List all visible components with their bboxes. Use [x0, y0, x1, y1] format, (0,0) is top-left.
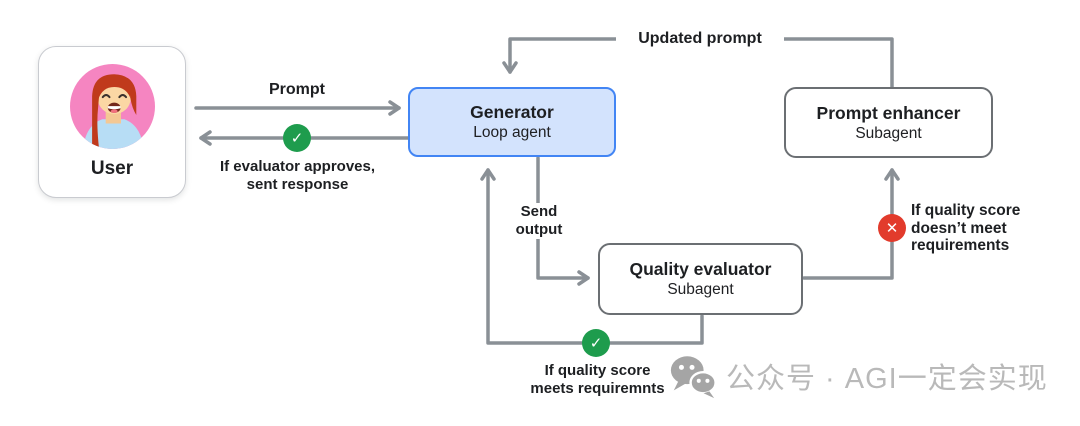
generator-title: Generator [470, 102, 554, 122]
quality-fail-line-3: requirements [911, 237, 1010, 254]
cross-icon: ✕ [878, 214, 906, 242]
quality-evaluator-title: Quality evaluator [629, 259, 772, 279]
watermark: 公众号 · AGI一定会实现 [668, 353, 1048, 399]
approved-response-edge-label: If evaluator approves, sent response [195, 158, 400, 194]
approved-response-line-2: sent response [246, 176, 349, 193]
generator-node: Generator Loop agent [408, 87, 616, 157]
prompt-enhancer-subtitle: Subagent [855, 124, 922, 142]
send-output-edge-label: Send output [504, 203, 574, 239]
user-label: User [90, 158, 134, 179]
check-icon: ✓ [582, 329, 610, 357]
generator-subtitle: Loop agent [473, 124, 551, 141]
send-output-line-1: Send [520, 203, 558, 220]
quality-fail-line-2: doesn’t meet [911, 219, 1007, 237]
prompt-enhancer-node: Prompt enhancer Subagent [784, 87, 993, 158]
quality-evaluator-subtitle: Subagent [667, 281, 734, 298]
wechat-icon [670, 356, 717, 399]
send-output-arrow [536, 156, 590, 286]
check-icon: ✓ [283, 124, 311, 152]
user-node: User [38, 46, 186, 198]
quality-evaluator-node: Quality evaluator Subagent [598, 243, 803, 315]
send-output-line-2: output [515, 221, 563, 238]
quality-fail-line-1: If quality score [911, 202, 1021, 219]
user-avatar-icon [69, 64, 155, 149]
quality-fail-arrow [802, 168, 900, 280]
prompt-edge-label: Prompt [269, 81, 325, 98]
quality-pass-line-2: meets requiremnts [530, 380, 665, 397]
quality-pass-edge-label: If quality score meets requiremnts [505, 362, 690, 398]
quality-pass-line-1: If quality score [544, 362, 651, 379]
approved-response-line-1: If evaluator approves, [219, 158, 376, 175]
prompt-enhancer-title: Prompt enhancer [816, 102, 961, 123]
quality-fail-edge-label: If quality score doesn’t meet requiremen… [911, 202, 1056, 255]
updated-prompt-edge-label: Updated prompt [616, 28, 784, 50]
watermark-text: 公众号 · AGI一定会实现 [726, 363, 1048, 395]
